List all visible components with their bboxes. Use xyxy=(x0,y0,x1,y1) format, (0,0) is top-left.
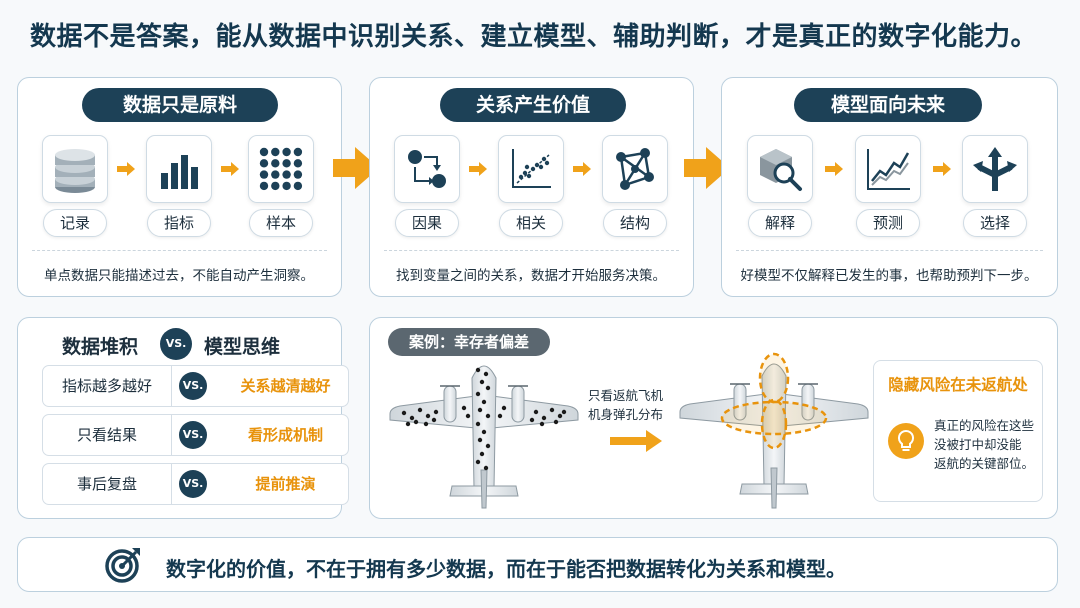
item-label: 样本 xyxy=(249,209,313,237)
trend-chart-icon xyxy=(855,135,921,203)
row-right: 看形成机制 xyxy=(247,426,323,444)
risk-title: 隐藏风险在未返航处 xyxy=(888,376,1028,394)
row-right: 关系越清越好 xyxy=(240,377,331,395)
page-title: 数据不是答案，能从数据中识别关系、建立模型、辅助判断，才是真正的数字化能力。 xyxy=(30,22,1038,52)
panel-data-raw: 数据只是原料 记录 指标 样本 单点数据只能描述过去，不能自动产生洞察。 xyxy=(17,77,342,297)
hidden-risk-box: 隐藏风险在未返航处 真正的风险在这些 没被打中却没能 返航的关键部位。 xyxy=(873,360,1043,502)
risk-text-line: 返航的关键部位。 xyxy=(934,456,1035,471)
item-label: 解释 xyxy=(748,209,812,237)
network-icon xyxy=(602,135,668,203)
item-label: 选择 xyxy=(963,209,1027,237)
item-label: 预测 xyxy=(856,209,920,237)
database-icon xyxy=(42,135,108,203)
risk-text-line: 没被打中却没能 xyxy=(934,437,1022,452)
small-arrow-icon xyxy=(573,162,591,176)
row-left: 指标越多越好 xyxy=(61,377,152,395)
comparison-row: 只看结果 VS. 看形成机制 xyxy=(42,414,349,456)
plane-vulnerable-areas-illustration xyxy=(679,352,869,509)
vs-badge: VS. xyxy=(160,328,192,360)
orange-arrow-icon xyxy=(610,430,662,452)
item-label: 指标 xyxy=(147,209,211,237)
left-heading: 数据堆积 xyxy=(62,336,139,358)
comparison-panel: 数据堆积 VS. 模型思维 指标越多越好 VS. 关系越清越好 只看结果 VS.… xyxy=(17,317,349,519)
row-left: 事后复盘 xyxy=(76,475,137,493)
split-arrows-icon xyxy=(962,135,1028,203)
panel-heading: 模型面向未来 xyxy=(794,88,982,122)
panel-relation-value: 关系产生价值 xyxy=(369,77,694,297)
big-arrow-icon xyxy=(684,147,730,189)
lightbulb-icon xyxy=(888,423,924,459)
target-icon xyxy=(105,548,140,583)
middle-caption-line: 只看返航飞机 xyxy=(588,388,664,403)
small-arrow-icon xyxy=(117,162,135,176)
row-right: 提前推演 xyxy=(255,475,316,493)
small-arrow-icon xyxy=(469,162,487,176)
bar-chart-icon xyxy=(146,135,212,203)
panel-heading: 关系产生价值 xyxy=(440,88,626,122)
panel-description: 单点数据只能描述过去，不能自动产生洞察。 xyxy=(44,268,314,284)
divider xyxy=(32,250,327,251)
divider xyxy=(736,250,1043,251)
panel-model-future: 模型面向未来 解释 预测 选择 好模型不仅解释已发生的事，也帮助预判下一步 xyxy=(721,77,1058,297)
plane-bullet-holes-illustration xyxy=(389,365,579,509)
panel-description: 好模型不仅解释已发生的事，也帮助预判下一步。 xyxy=(740,268,1038,284)
bottom-summary: 数字化的价值，不在于拥有多少数据，而在于能否把数据转化为关系和模型。 xyxy=(166,557,846,581)
bottom-banner xyxy=(17,537,1058,592)
item-label: 记录 xyxy=(43,209,107,237)
vs-badge: VS. xyxy=(179,421,207,449)
vs-badge: VS. xyxy=(179,372,207,400)
case-tag: 案例：幸存者偏差 xyxy=(388,328,550,356)
item-label: 结构 xyxy=(603,209,667,237)
middle-caption: 只看返航飞机 机身弹孔分布 xyxy=(588,386,663,424)
small-arrow-icon xyxy=(825,162,843,176)
risk-text: 真正的风险在这些 没被打中却没能 返航的关键部位。 xyxy=(934,416,1034,473)
divider xyxy=(384,250,679,251)
middle-caption-line: 机身弹孔分布 xyxy=(588,407,664,422)
comparison-row: 指标越多越好 VS. 关系越清越好 xyxy=(42,365,349,407)
risk-text-line: 真正的风险在这些 xyxy=(934,418,1035,433)
right-heading: 模型思维 xyxy=(204,336,281,358)
cause-effect-icon xyxy=(394,135,460,203)
big-arrow-icon xyxy=(333,147,379,189)
dot-grid-icon xyxy=(248,135,314,203)
item-label: 因果 xyxy=(395,209,459,237)
small-arrow-icon xyxy=(221,162,239,176)
scatter-plot-icon xyxy=(498,135,564,203)
panel-heading: 数据只是原料 xyxy=(82,88,278,122)
vs-badge: VS. xyxy=(179,470,207,498)
comparison-row: 事后复盘 VS. 提前推演 xyxy=(42,463,349,505)
small-arrow-icon xyxy=(933,162,951,176)
panel-description: 找到变量之间的关系，数据才开始服务决策。 xyxy=(396,268,666,284)
item-label: 相关 xyxy=(499,209,563,237)
magnifier-cube-icon xyxy=(747,135,813,203)
row-left: 只看结果 xyxy=(76,426,137,444)
